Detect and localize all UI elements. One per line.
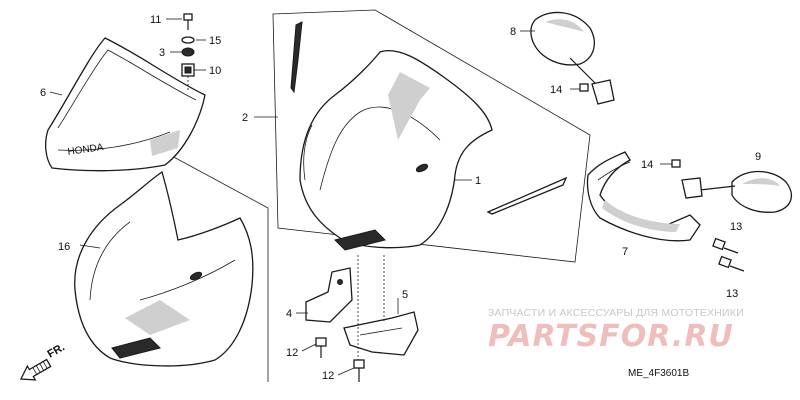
label-1: 1 <box>475 175 481 187</box>
label-8: 8 <box>510 26 516 38</box>
part-labels: 11 15 3 10 6 2 1 8 14 14 9 7 13 13 16 4 … <box>40 14 761 382</box>
label-13a: 13 <box>730 221 742 233</box>
cowl-stay-7 <box>586 151 701 242</box>
label-5: 5 <box>402 289 408 301</box>
watermark: ЗАПЧАСТИ И АКСЕССУАРЫ ДЛЯ МОТОТЕХНИКИ PA… <box>488 307 744 354</box>
watermark-tagline: ЗАПЧАСТИ И АКСЕССУАРЫ ДЛЯ МОТОТЕХНИКИ <box>488 307 744 319</box>
diagram-code: ME_4F3601B <box>628 368 689 379</box>
bolt-13-lower <box>718 255 745 272</box>
label-14a: 14 <box>550 84 562 96</box>
fr-label: FR. <box>46 341 67 360</box>
label-4: 4 <box>286 308 292 320</box>
watermark-logo: PARTSFOR.RU <box>488 319 734 354</box>
grommet-3 <box>181 47 195 57</box>
mirror-right-9 <box>681 170 793 213</box>
windscreen: HONDA <box>45 37 206 172</box>
middle-cowl <box>299 50 493 251</box>
trim-strip <box>486 176 568 215</box>
duct-strip-left <box>290 21 303 94</box>
label-3: 3 <box>159 47 165 59</box>
label-10: 10 <box>209 65 221 77</box>
stay-5 <box>343 311 419 356</box>
bolt-14-upper <box>579 83 589 92</box>
label-15: 15 <box>209 35 221 47</box>
bolt-13-upper <box>712 237 739 254</box>
svg-text:HONDA: HONDA <box>67 142 105 158</box>
mirror-left-8 <box>530 11 615 105</box>
label-11: 11 <box>150 14 161 26</box>
label-16: 16 <box>58 241 70 253</box>
label-12b: 12 <box>322 370 334 382</box>
upper-cowl <box>74 170 254 367</box>
bolt-12-upper <box>315 337 327 358</box>
label-14b: 14 <box>641 159 653 171</box>
label-2: 2 <box>242 112 248 124</box>
bolt-14-lower <box>671 159 681 168</box>
label-9: 9 <box>755 151 761 163</box>
leader-lines <box>49 18 672 376</box>
stay-4 <box>305 267 353 323</box>
label-7: 7 <box>622 246 628 258</box>
upper-cowl-frame <box>169 154 269 382</box>
bolt-12-lower <box>353 359 365 382</box>
label-6: 6 <box>40 87 46 99</box>
screw-11 <box>183 13 193 30</box>
nut-10 <box>181 63 195 77</box>
label-12a: 12 <box>286 347 298 359</box>
label-13b: 13 <box>726 288 738 300</box>
front-arrow: FR. <box>19 341 67 381</box>
washer-15 <box>181 36 195 44</box>
assembly-frame <box>272 9 591 263</box>
